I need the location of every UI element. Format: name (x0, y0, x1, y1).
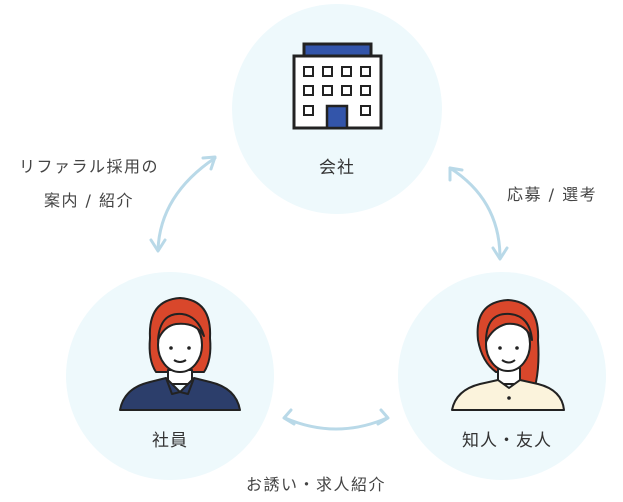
office-building-icon (292, 42, 383, 130)
edge-label-company-employee: リファラル採用の 案内 / 紹介 (4, 150, 174, 218)
friend-avatar-icon (451, 299, 565, 411)
edge-label-company-employee-line1: リファラル採用の (18, 157, 159, 176)
employee-node-label: 社員 (152, 431, 188, 451)
company-node-label: 会社 (319, 158, 355, 178)
edge-label-employee-friend: お誘い・求人紹介 (246, 475, 387, 494)
employee-avatar-icon (119, 297, 241, 411)
arrow-company-employee (149, 155, 217, 253)
arrow-company-friend (448, 166, 509, 261)
arrow-employee-friend (282, 408, 390, 431)
edge-label-company-friend: 応募 / 選考 (507, 185, 598, 204)
edge-label-company-employee-line2: 案内 / 紹介 (43, 191, 135, 210)
friend-node-label: 知人・友人 (462, 431, 552, 451)
